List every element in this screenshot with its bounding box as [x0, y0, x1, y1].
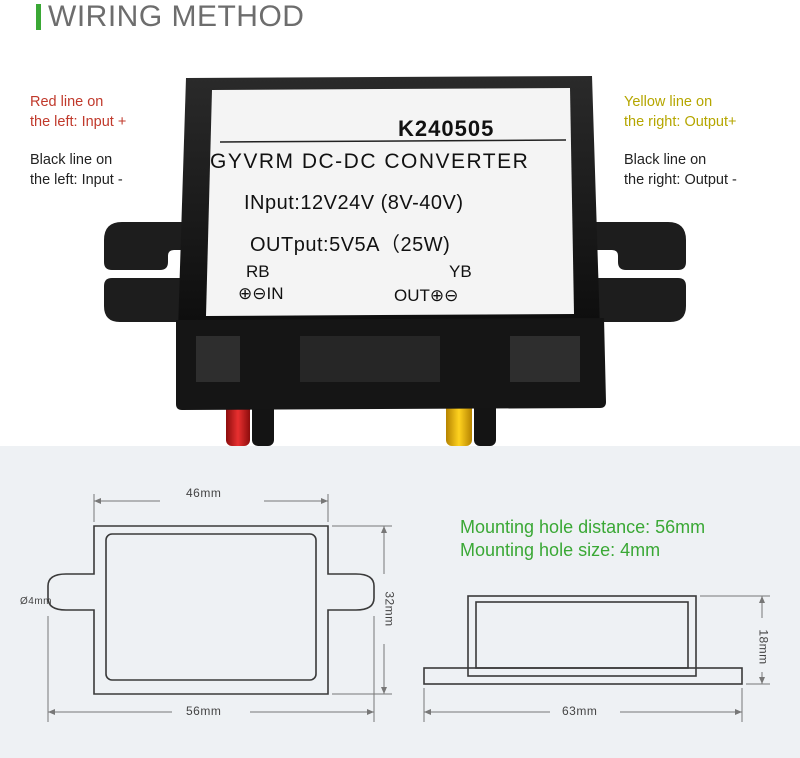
side-view-inner: [475, 601, 689, 669]
dim-hole-distance-56mm: 56mm: [186, 704, 222, 718]
device-output-rating: OUTput:5V5A（25W): [250, 234, 451, 256]
base-rib: [300, 336, 440, 382]
spec-hole-distance: Mounting hole distance: 56mm: [460, 517, 706, 537]
side-view-body: [467, 595, 697, 677]
note-yellow-output-plus: Yellow line on the right: Output+: [624, 94, 737, 130]
title-accent-bar: [36, 4, 41, 30]
dim-hole-4mm: Ø4mm: [20, 596, 52, 607]
device-input-rating: INput:12V24V (8V-40V): [244, 192, 464, 214]
note-black-output-minus: Black line on the right: Output -: [624, 152, 737, 188]
dim-height-32mm: 32mm: [382, 591, 397, 627]
device-yb-label: YB: [449, 262, 472, 281]
product-photo-section: WIRING METHOD Red line on the left: Inpu…: [30, 0, 737, 446]
device-input-terminals: ⊕⊖IN: [238, 284, 284, 303]
dimension-drawing-section: 46mm 56mm 32mm Ø4mm 63mm 18mm Mounting h…: [0, 446, 800, 758]
dim-height-18mm: 18mm: [756, 629, 771, 665]
front-view-inner: [105, 533, 317, 681]
right-tab-top: [594, 222, 686, 270]
label-divider: [219, 139, 567, 143]
note-black-input-minus: Black line on the left: Input -: [30, 152, 123, 188]
dim-length-63mm: 63mm: [562, 704, 598, 718]
dim-width-46mm: 46mm: [186, 486, 222, 500]
spec-hole-size: Mounting hole size: 4mm: [460, 540, 661, 560]
front-view-outline: [47, 525, 375, 695]
left-tab-top: [104, 222, 182, 270]
side-view-base: [423, 667, 743, 685]
left-tab-bottom: [104, 278, 182, 322]
converter-device-image: [104, 76, 686, 446]
base-rib: [510, 336, 580, 382]
device-rb-label: RB: [246, 262, 270, 281]
device-output-terminals: OUT⊕⊖: [394, 286, 459, 305]
dimension-drawing: [47, 494, 770, 722]
base-rib: [196, 336, 240, 382]
device-model: K240505: [398, 116, 495, 141]
note-red-input-plus: Red line on the left: Input +: [30, 94, 127, 130]
right-tab-bottom: [594, 278, 686, 322]
section-title: WIRING METHOD: [48, 0, 305, 33]
label-sticker: [206, 88, 574, 316]
device-type: GYVRM DC-DC CONVERTER: [210, 150, 530, 173]
